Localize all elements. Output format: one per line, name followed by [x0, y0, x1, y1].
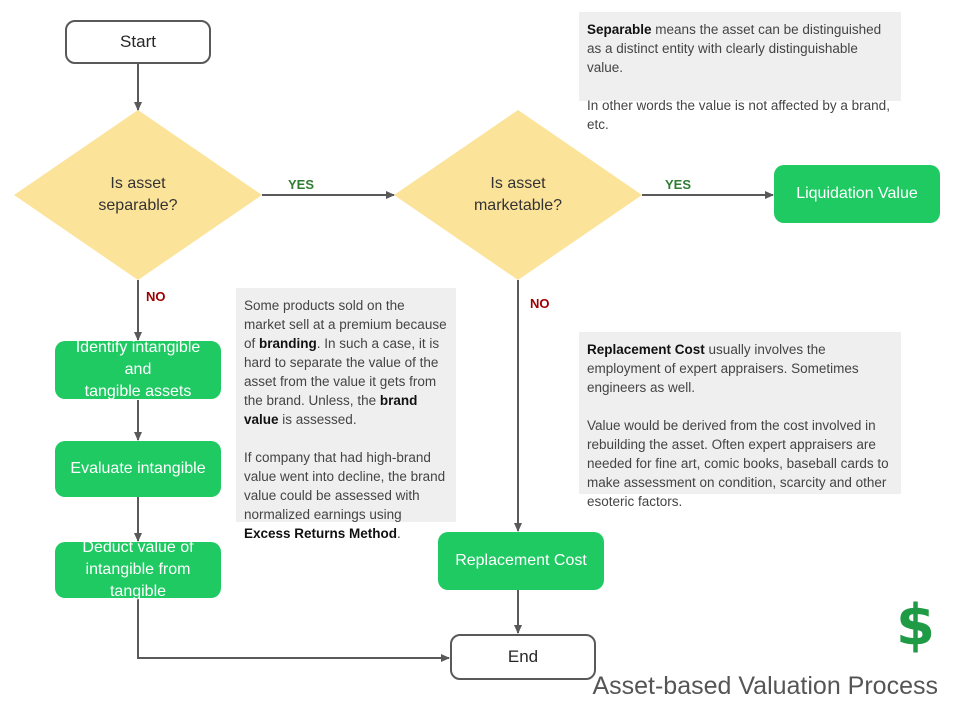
decision-marketable-line2: marketable?	[473, 197, 563, 214]
deduct-value-node[interactable]: Deduct value of intangible from tangible	[55, 539, 221, 600]
dollar-sign-icon: $	[896, 593, 935, 658]
start-node[interactable]: Start	[65, 20, 211, 64]
start-label: Start	[120, 32, 156, 51]
note-branding-b1: branding	[259, 336, 317, 351]
deduct-value-line2: intangible from tangible	[85, 561, 191, 600]
decision-marketable-label: Is asset marketable?	[438, 173, 598, 217]
identify-assets-line2: tangible assets	[84, 383, 192, 400]
note-branding-b2: brand value	[244, 393, 418, 427]
note-separable: Separable means the asset can be disting…	[579, 12, 901, 132]
note-branding-t4: If company that had high-brand value wen…	[244, 450, 446, 522]
note-separable-text1: means the asset can be distinguished as …	[587, 22, 882, 75]
replacement-cost-node[interactable]: Replacement Cost	[438, 532, 604, 590]
page-title: Asset-based Valuation Process	[592, 672, 938, 700]
identify-assets-line1: Identify intangible and	[75, 339, 201, 378]
decision-separable-line1: Is asset	[110, 175, 166, 192]
note-branding: Some products sold on the market sell at…	[236, 288, 456, 541]
note-replacement: Replacement Cost usually involves the em…	[579, 332, 901, 509]
identify-assets-node[interactable]: Identify intangible and tangible assets	[55, 339, 221, 400]
decision-marketable-line1: Is asset	[490, 175, 546, 192]
note-branding-t2: . In such a case, it is hard to separate…	[244, 336, 440, 408]
edge-label-no-separable: NO	[146, 289, 166, 304]
end-label: End	[507, 647, 539, 666]
liquidation-value-node[interactable]: Liquidation Value	[774, 165, 940, 223]
note-replacement-text2: Value would be derived from the cost inv…	[587, 418, 889, 509]
note-separable-term: Separable	[587, 22, 652, 37]
decision-separable-shape[interactable]	[14, 110, 262, 280]
note-branding-t5: .	[397, 526, 401, 541]
evaluate-intangible-label: Evaluate intangible	[70, 460, 206, 477]
decision-separable-line2: separable?	[98, 197, 178, 214]
decision-marketable-shape[interactable]	[394, 110, 642, 280]
note-replacement-term: Replacement Cost	[587, 342, 705, 357]
evaluate-intangible-node[interactable]: Evaluate intangible	[55, 441, 221, 497]
note-replacement-text1: usually involves the employment of exper…	[587, 342, 859, 395]
edge-label-yes-marketable: YES	[665, 177, 692, 192]
edge-label-yes-separable: YES	[288, 177, 315, 192]
liquidation-value-label: Liquidation Value	[796, 185, 918, 202]
arrow-deduct-to-end	[137, 598, 450, 662]
deduct-value-line1: Deduct value of	[82, 539, 194, 556]
note-separable-text2: In other words the value is not affected…	[587, 98, 890, 132]
edge-label-no-marketable: NO	[530, 296, 550, 311]
replacement-cost-label: Replacement Cost	[455, 552, 587, 569]
decision-separable-label: Is asset separable?	[58, 173, 218, 217]
end-node[interactable]: End	[450, 634, 596, 680]
note-branding-b3: Excess Returns Method	[244, 526, 398, 541]
note-branding-t1: Some products sold on the market sell at…	[244, 298, 447, 351]
note-branding-t3: is assessed.	[278, 412, 357, 427]
